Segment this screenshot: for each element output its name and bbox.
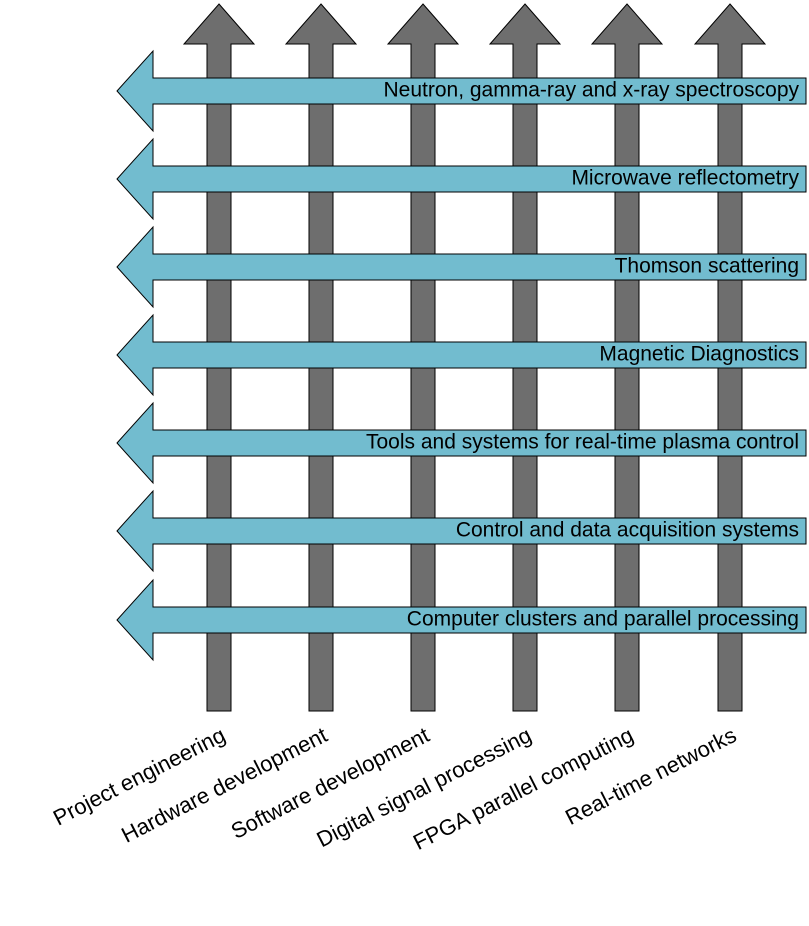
- horizontal-arrow-1: [116, 49, 807, 133]
- horizontal-arrow-label-4: Magnetic Diagnostics: [599, 343, 799, 366]
- horizontal-arrow-group-5: Tools and systems for real-time plasma c…: [116, 401, 807, 485]
- horizontal-arrows: Neutron, gamma-ray and x-ray spectroscop…: [116, 49, 807, 662]
- horizontal-arrow-label-7: Computer clusters and parallel processin…: [407, 608, 799, 631]
- horizontal-arrow-group-2: Microwave reflectometry: [116, 137, 807, 221]
- horizontal-arrow-7: [116, 578, 807, 662]
- horizontal-arrow-group-1: Neutron, gamma-ray and x-ray spectroscop…: [116, 49, 807, 133]
- horizontal-arrow-label-2: Microwave reflectometry: [571, 167, 799, 190]
- horizontal-arrow-group-4: Magnetic Diagnostics: [116, 313, 807, 397]
- horizontal-arrow-3: [116, 225, 807, 309]
- horizontal-arrow-label-1: Neutron, gamma-ray and x-ray spectroscop…: [384, 79, 800, 102]
- horizontal-arrow-group-7: Computer clusters and parallel processin…: [116, 578, 807, 662]
- vertical-arrow-label-6: Real-time networks: [561, 722, 740, 830]
- horizontal-arrow-group-3: Thomson scattering: [116, 225, 807, 309]
- horizontal-arrow-4: [116, 313, 807, 397]
- horizontal-arrow-label-6: Control and data acquisition systems: [456, 519, 799, 542]
- horizontal-arrow-6: [116, 489, 807, 573]
- horizontal-arrow-2: [116, 137, 807, 221]
- horizontal-arrow-group-6: Control and data acquisition systems: [116, 489, 807, 573]
- horizontal-arrow-label-5: Tools and systems for real-time plasma c…: [366, 431, 799, 454]
- horizontal-arrow-5: [116, 401, 807, 485]
- horizontal-arrow-label-3: Thomson scattering: [615, 255, 799, 278]
